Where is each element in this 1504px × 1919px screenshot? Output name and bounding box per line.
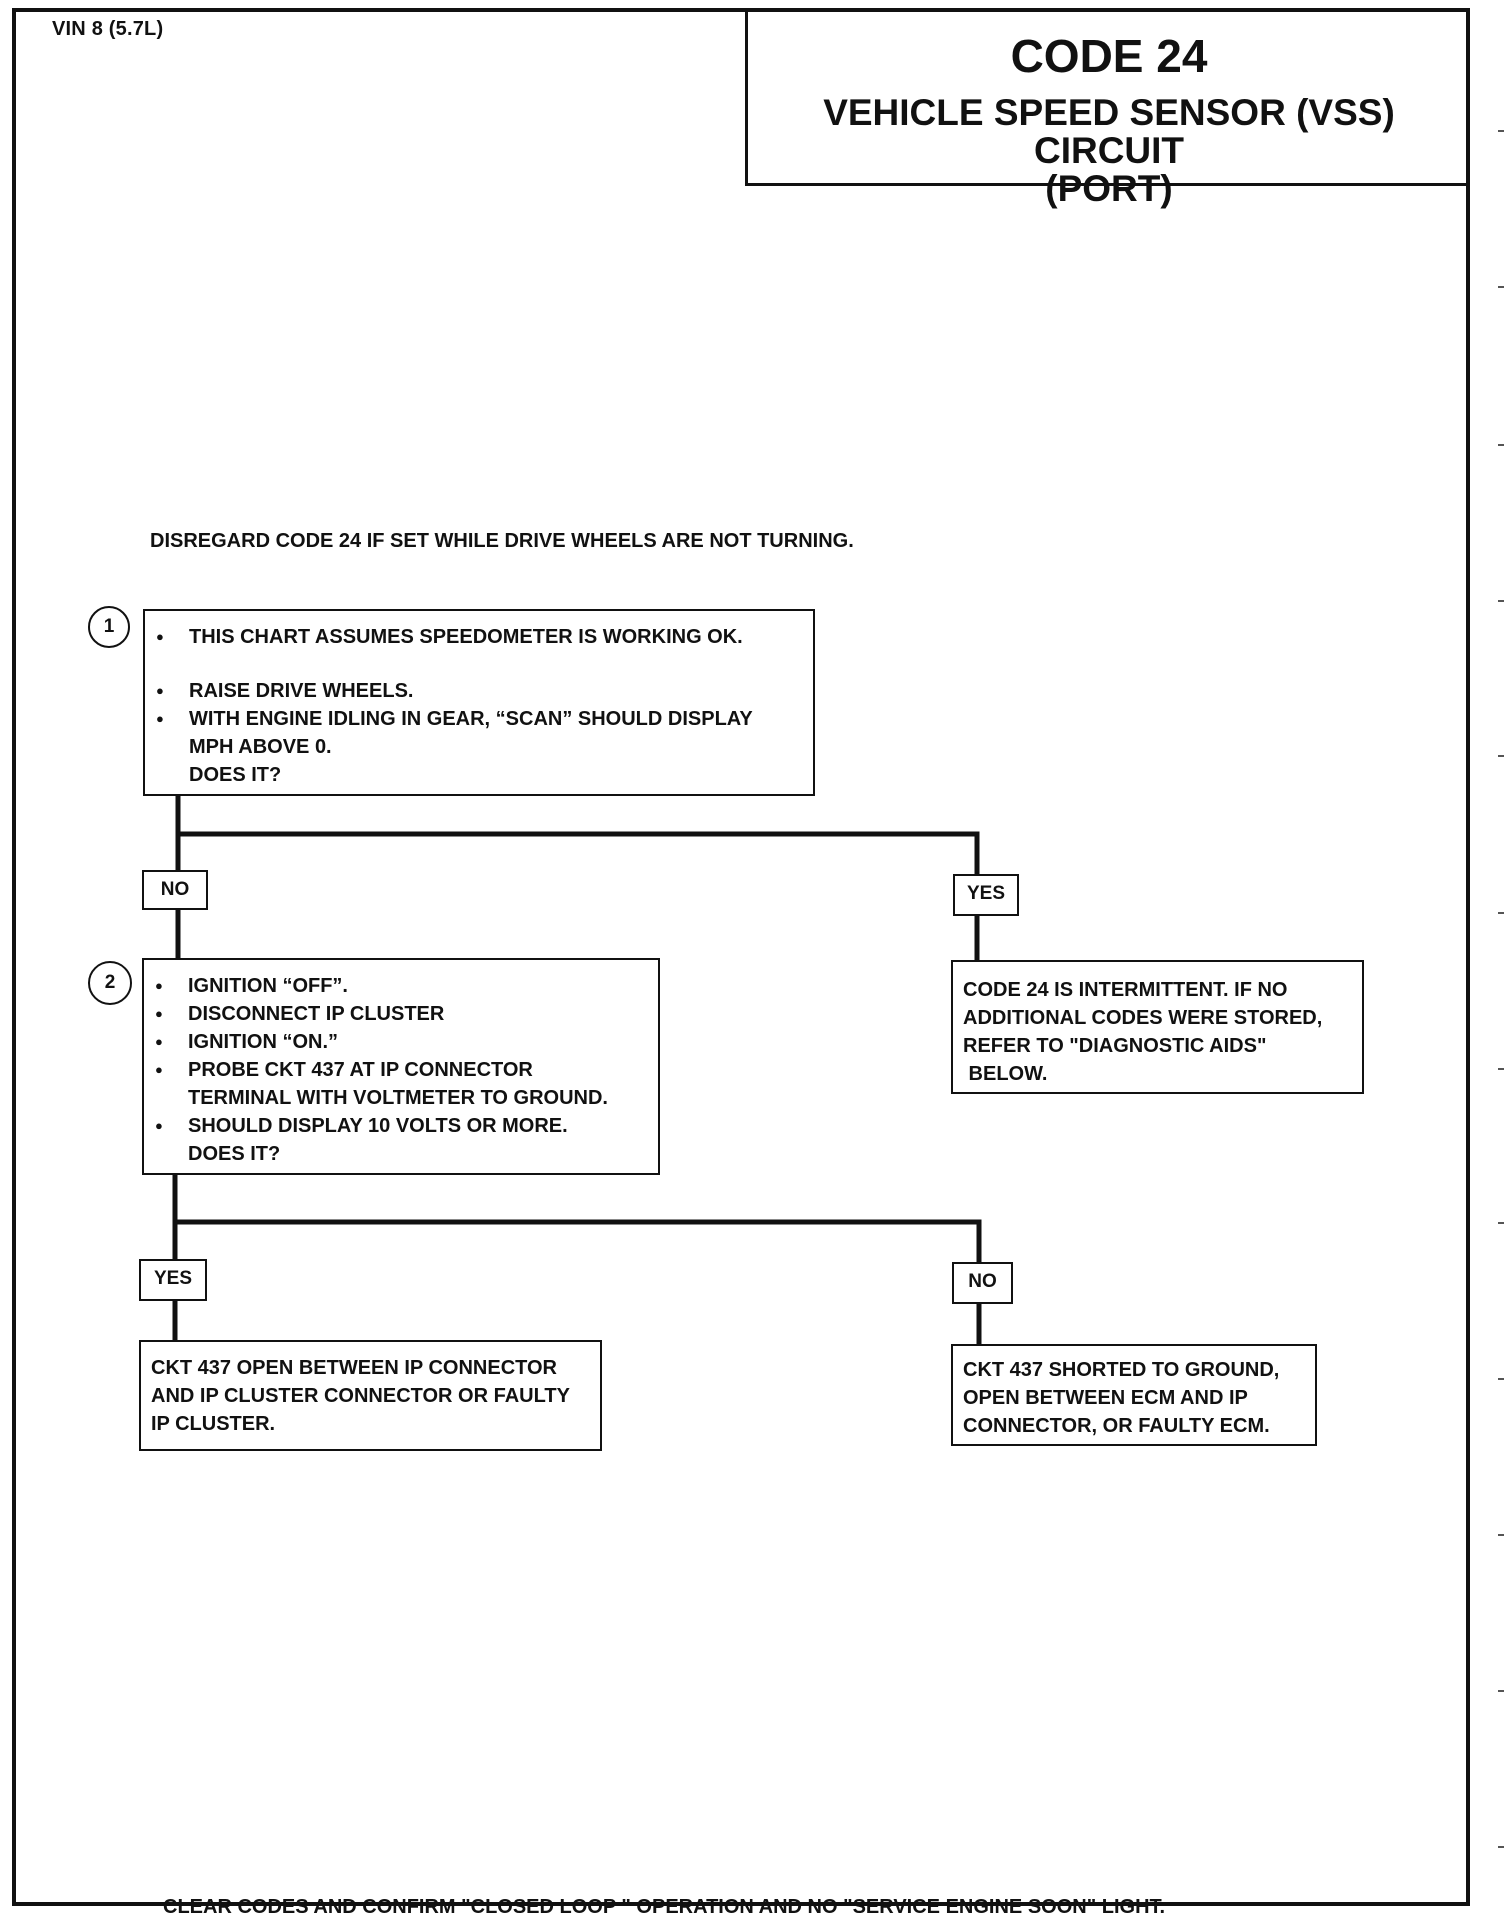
margin-tick [1498, 1690, 1504, 1692]
result-open-circuit-box: CKT 437 OPEN BETWEEN IP CONNECTOR AND IP… [139, 1340, 602, 1451]
margin-tick [1498, 1068, 1504, 1070]
step-2-line: DISCONNECT IP CLUSTER [144, 1000, 658, 1028]
step-1-line: RAISE DRIVE WHEELS. [145, 677, 813, 705]
title-box: CODE 24 VEHICLE SPEED SENSOR (VSS) CIRCU… [745, 8, 1470, 208]
step-2-line: DOES IT? [188, 1143, 281, 1165]
margin-tick [1498, 912, 1504, 914]
circuit-title: VEHICLE SPEED SENSOR (VSS) CIRCUIT [823, 92, 1395, 171]
branch-label-yes: YES [139, 1259, 207, 1301]
margin-tick [1498, 130, 1504, 132]
connector-step2-no [175, 1219, 982, 1265]
step-2-line: SHOULD DISPLAY 10 VOLTS OR MORE. [144, 1112, 658, 1140]
step-1-marker: 1 [88, 606, 130, 648]
result-intermittent-box: CODE 24 IS INTERMITTENT. IF NO ADDITIONA… [951, 960, 1364, 1094]
step-2-line: IGNITION “OFF”. [144, 972, 658, 1000]
result-line: REFER TO "DIAGNOSTIC AIDS" [963, 1035, 1267, 1057]
step-1-line: DOES IT? [189, 764, 282, 786]
step-1-box: THIS CHART ASSUMES SPEEDOMETER IS WORKIN… [143, 609, 815, 796]
result-line: AND IP CLUSTER CONNECTOR OR FAULTY [151, 1385, 570, 1407]
result-line: ADDITIONAL CODES WERE STORED, [963, 1007, 1323, 1029]
result-line: CKT 437 OPEN BETWEEN IP CONNECTOR [151, 1357, 557, 1379]
vin-label: VIN 8 (5.7L) [52, 18, 164, 40]
margin-tick [1498, 1534, 1504, 1536]
result-line: IP CLUSTER. [151, 1413, 276, 1435]
page-border [12, 8, 1470, 1906]
result-shorted-circuit-box: CKT 437 SHORTED TO GROUND, OPEN BETWEEN … [951, 1344, 1317, 1446]
step-2-line: TERMINAL WITH VOLTMETER TO GROUND. [188, 1087, 608, 1109]
margin-tick [1498, 444, 1504, 446]
code-title: CODE 24 [1010, 30, 1208, 82]
result-line: CODE 24 IS INTERMITTENT. IF NO [963, 979, 1288, 1001]
disregard-note: DISREGARD CODE 24 IF SET WHILE DRIVE WHE… [150, 530, 854, 552]
margin-tick [1498, 755, 1504, 757]
margin-tick [1498, 1378, 1504, 1380]
footer-instruction: CLEAR CODES AND CONFIRM "CLOSED LOOP " O… [163, 1896, 1166, 1918]
step-1-line: WITH ENGINE IDLING IN GEAR, “SCAN” SHOUL… [145, 705, 813, 733]
step-2-marker: 2 [88, 961, 132, 1005]
result-line: CONNECTOR, OR FAULTY ECM. [963, 1415, 1270, 1437]
circuit-subtitle: (PORT) [1045, 168, 1173, 209]
branch-label-no: NO [952, 1262, 1013, 1304]
branch-label-no: NO [142, 870, 208, 910]
margin-tick [1498, 286, 1504, 288]
result-line: CKT 437 SHORTED TO GROUND, [963, 1359, 1280, 1381]
step-2-box: IGNITION “OFF”. DISCONNECT IP CLUSTER IG… [142, 958, 660, 1175]
branch-label-yes: YES [953, 874, 1019, 916]
step-2-line: IGNITION “ON.” [144, 1028, 658, 1056]
step-1-line: THIS CHART ASSUMES SPEEDOMETER IS WORKIN… [145, 623, 813, 651]
connector-step1-yes [178, 831, 980, 877]
result-line: OPEN BETWEEN ECM AND IP [963, 1387, 1248, 1409]
margin-tick [1498, 1846, 1504, 1848]
result-line: BELOW. [963, 1063, 1048, 1085]
margin-tick [1498, 1222, 1504, 1224]
step-1-line: MPH ABOVE 0. [189, 736, 332, 758]
margin-tick [1498, 600, 1504, 602]
step-2-line: PROBE CKT 437 AT IP CONNECTOR [144, 1056, 658, 1084]
